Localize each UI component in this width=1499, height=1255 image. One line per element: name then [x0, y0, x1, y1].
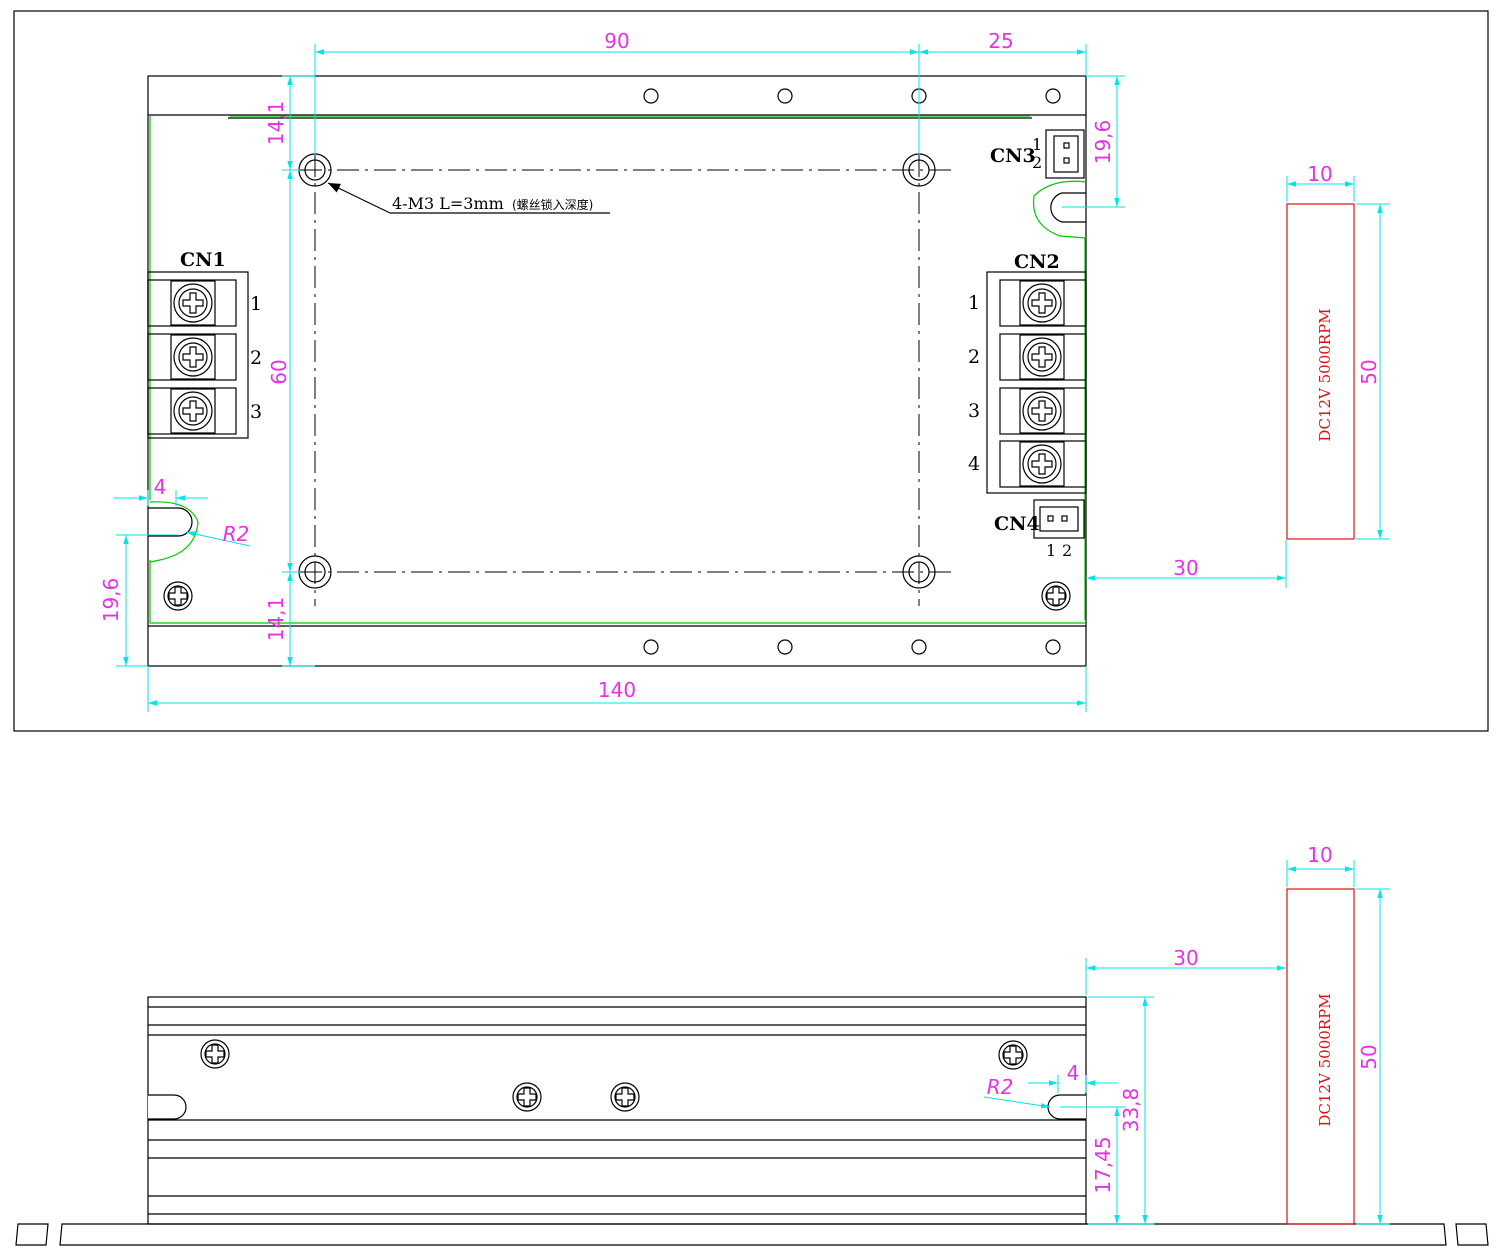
- mount-note-text: 4-M3 L=3mm: [392, 194, 504, 213]
- dim-60: 60: [267, 359, 291, 384]
- dim-50-side: 50: [1357, 1044, 1381, 1069]
- mounting-holes: [298, 153, 955, 606]
- connector-cn4: CN4 1 2: [994, 499, 1085, 560]
- dim-19-6-right: 19,6: [1091, 120, 1115, 165]
- dim-30-top: 30: [1173, 556, 1198, 580]
- dim-90: 90: [604, 29, 629, 53]
- side-view: DC12V 5000RPM 10 50 30 33,8 17,45: [15, 843, 1489, 1246]
- cn2-pin-3: 3: [968, 400, 980, 422]
- dim-33-8: 33,8: [1119, 1088, 1143, 1133]
- left-slot: [148, 507, 193, 537]
- connector-cn3: CN3 1 2: [990, 129, 1085, 179]
- cn2-pin-4: 4: [968, 453, 980, 475]
- cn1-pin-3: 3: [250, 401, 262, 423]
- connector-cn2: CN2 1 2 3 4: [968, 251, 1087, 494]
- fan-side-label: DC12V 5000RPM: [1316, 993, 1334, 1126]
- fan-top: DC12V 5000RPM 10 50: [1286, 162, 1390, 540]
- strip-holes: [643, 88, 1061, 655]
- cn1-label: CN1: [180, 249, 226, 271]
- mount-note-small-text: (螺丝锁入深度): [512, 197, 593, 212]
- cn3-label: CN3: [990, 145, 1036, 167]
- cn2-pin-1: 1: [968, 292, 980, 314]
- dim-r2-left: R2: [223, 522, 250, 546]
- dim-140: 140: [598, 678, 636, 702]
- cn3-pin-2: 2: [1032, 153, 1042, 172]
- dim-14-1-top: 14,1: [264, 101, 288, 146]
- fan-side: DC12V 5000RPM 10 50: [1286, 843, 1390, 1225]
- top-view: 4-M3 L=3mm (螺丝锁入深度) CN1 1 2 3: [13, 10, 1489, 732]
- dim-17-45: 17,45: [1091, 1136, 1115, 1193]
- dim-50-top: 50: [1357, 359, 1381, 384]
- cn1-pin-1: 1: [250, 293, 262, 315]
- cn4-label: CN4: [994, 513, 1040, 535]
- dim-4-side: 4: [1067, 1061, 1080, 1085]
- cn2-label: CN2: [1014, 251, 1060, 273]
- dim-10-side: 10: [1307, 843, 1332, 867]
- dim-25: 25: [988, 29, 1013, 53]
- dim-4-left: 4: [154, 475, 167, 499]
- dim-14-1-bottom: 14,1: [264, 597, 288, 642]
- connector-cn1: CN1 1 2 3: [147, 249, 262, 439]
- side-slot-left: [148, 1094, 187, 1120]
- cn4-pin-2: 2: [1062, 541, 1072, 560]
- top-view-frame: [13, 10, 1489, 732]
- cn3-pin-1: 1: [1032, 135, 1042, 154]
- side-dimensions: 30 33,8 17,45 4 R2: [983, 946, 1286, 1225]
- dim-10-top: 10: [1307, 162, 1332, 186]
- mount-note: 4-M3 L=3mm (螺丝锁入深度): [327, 182, 610, 214]
- cn1-pin-2: 2: [250, 347, 262, 369]
- dim-19-6-left: 19,6: [99, 578, 123, 623]
- top-dimensions: 90 25 140 14,1 60 14,1 19,6: [99, 29, 1287, 712]
- dim-r2-side: R2: [987, 1075, 1014, 1099]
- fan-top-label: DC12V 5000RPM: [1316, 308, 1334, 441]
- dim-30-side: 30: [1173, 946, 1198, 970]
- cn2-pin-2: 2: [968, 346, 980, 368]
- side-heatsink-outline: [147, 996, 1087, 1225]
- cn4-pin-1: 1: [1046, 541, 1056, 560]
